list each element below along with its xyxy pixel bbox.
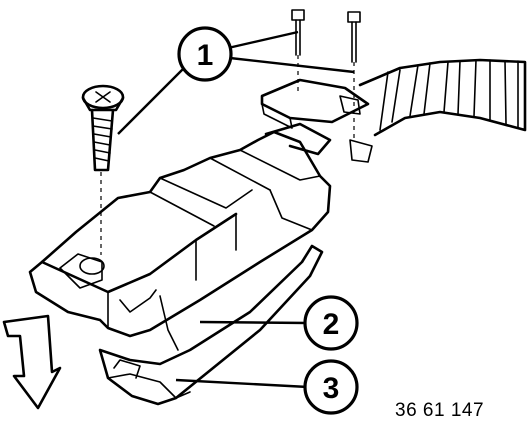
hose-clip [260,78,373,163]
upper-screws [291,9,361,140]
connector-housing [28,122,332,351]
lower-bracket [98,244,324,406]
corrugated-hose [358,58,527,137]
leader-lines [117,30,355,389]
callout-1: 1 [177,26,233,82]
long-screw [81,84,125,255]
callout-2: 2 [303,295,359,351]
callout-3: 3 [303,359,359,415]
callout-1-label: 1 [197,39,214,72]
reference-code: 36 61 147 [395,400,485,421]
direction-arrow [2,314,62,410]
callout-2-label: 2 [323,308,340,341]
callout-3-label: 3 [323,372,340,405]
